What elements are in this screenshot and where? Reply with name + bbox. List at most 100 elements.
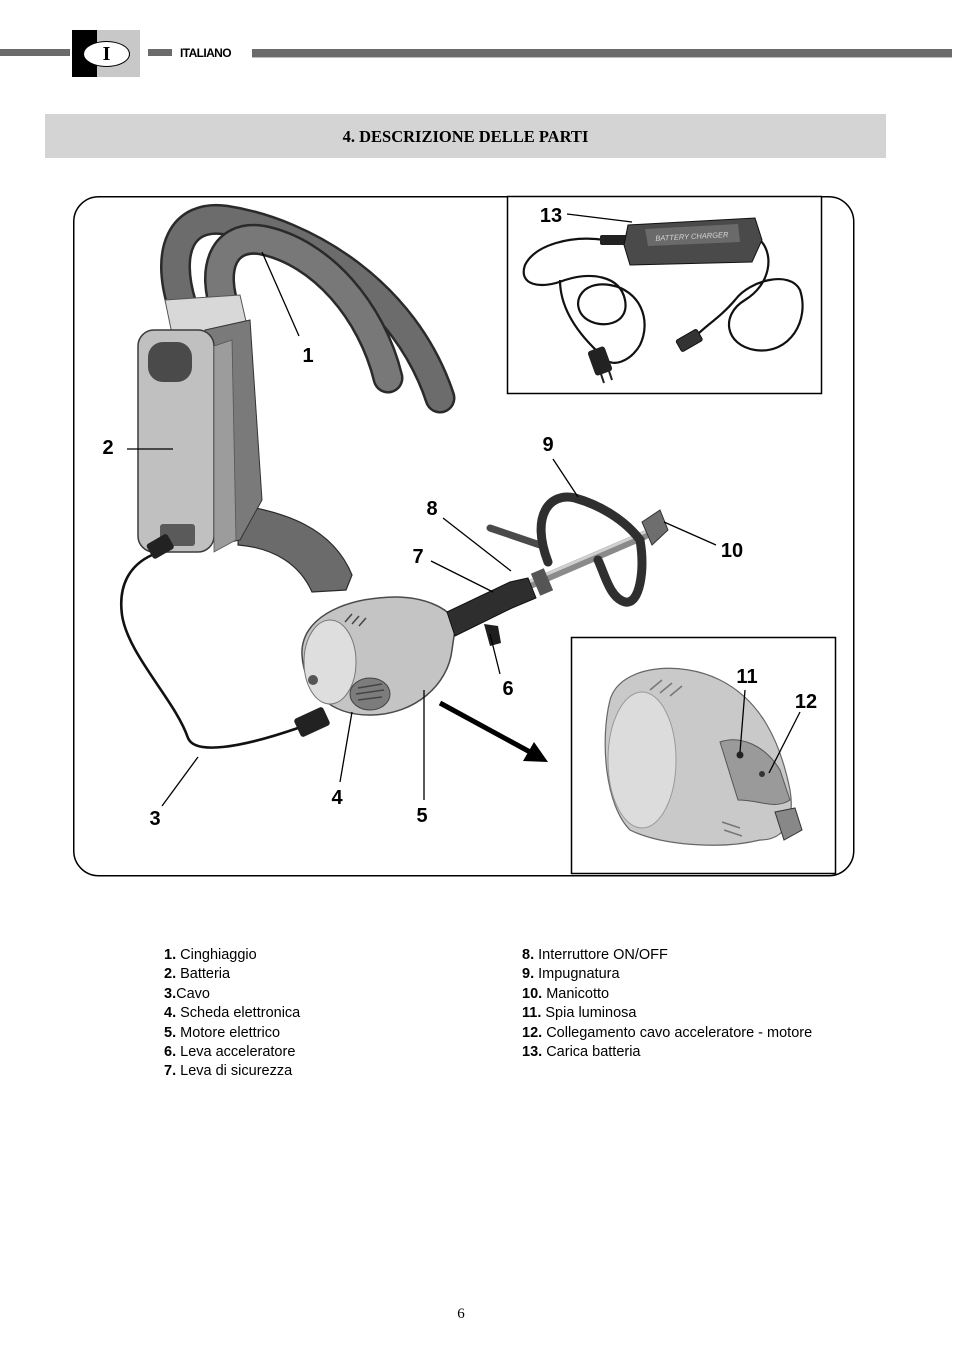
legend-text: Cavo	[176, 985, 210, 1002]
switch-bar	[486, 524, 544, 549]
legend-item: 5. Motore elettrico	[164, 1024, 300, 1043]
leader-line-1	[261, 251, 300, 337]
section-title: 4. DESCRIZIONE DELLE PARTI	[342, 127, 589, 146]
legend-text: Scheda elettronica	[180, 1005, 301, 1022]
power-cable	[119, 553, 299, 749]
legend-number: 9.	[522, 966, 535, 983]
harness-straps	[160, 203, 456, 414]
mains-plug	[587, 346, 613, 376]
charger-cord-relief	[600, 235, 628, 245]
leader-line-6	[489, 633, 501, 675]
language-label: ITALIANO	[180, 46, 232, 60]
charger-label: BATTERY CHARGER	[655, 230, 729, 243]
throttle-lever	[484, 624, 501, 646]
leader-line-4	[339, 711, 353, 783]
electric-motor	[301, 596, 457, 716]
callout-4: 4	[331, 787, 343, 809]
legend-number: 4.	[164, 1005, 177, 1022]
section-letter-badge: I	[83, 41, 130, 67]
legend-text: Batteria	[180, 966, 231, 983]
battery-handle	[148, 342, 192, 382]
shaft-collar	[530, 568, 554, 596]
legend-number: 6.	[164, 1044, 177, 1061]
indicator-light	[736, 751, 744, 759]
leader-line-11	[739, 689, 746, 753]
strap-front	[206, 226, 401, 391]
legend-right-column: 8. Interruttore ON/OFF 9. Impugnatura 10…	[522, 946, 812, 1062]
legend-text: Leva acceleratore	[180, 1044, 296, 1061]
motor-detail-vents	[649, 679, 743, 837]
legend-item: 11. Spia luminosa	[522, 1004, 812, 1023]
parts-figure: BATTERY CHARGER	[72, 195, 856, 879]
callout-3: 3	[149, 808, 160, 830]
legend-number: 11.	[522, 1005, 542, 1022]
page-number: 6	[457, 1306, 465, 1322]
motor-front-detail	[607, 691, 677, 829]
motor-vents	[344, 613, 385, 701]
legend-text: Interruttore ON/OFF	[538, 947, 668, 963]
legend-item: 10. Manicotto	[522, 985, 812, 1004]
legend-text: Carica batteria	[546, 1044, 641, 1061]
legend-number: 7.	[164, 1063, 177, 1080]
callout-6: 6	[502, 678, 513, 700]
legend-number: 8.	[522, 947, 535, 963]
motor-front-cap	[303, 619, 357, 705]
motor-plug	[294, 707, 330, 737]
callout-numbers: 1 2 3 4 5 6 7 8 9 10 11 12 13	[102, 205, 817, 830]
legend-text: Impugnatura	[538, 966, 620, 983]
legend-number: 10.	[522, 985, 543, 1002]
legend-left-column: 1. Cinghiaggio 2. Batteria 3.Cavo 4. Sch…	[164, 946, 300, 1082]
battery-side	[213, 339, 237, 553]
legend-number: 13.	[522, 1044, 543, 1061]
motor-detail-inset	[570, 636, 837, 875]
legend-text: Spia luminosa	[545, 1005, 637, 1022]
leader-line-12	[768, 711, 801, 774]
legend-number: 3.	[164, 985, 177, 1002]
parts-illustration: BATTERY CHARGER	[73, 195, 855, 877]
shaft-coupling	[641, 509, 669, 546]
legend-item: 12. Collegamento cavo acceleratore - mot…	[522, 1024, 812, 1043]
leader-line-9	[552, 458, 579, 498]
mains-plug-pins	[600, 370, 613, 384]
motor-badge	[308, 675, 318, 685]
callout-9: 9	[542, 434, 553, 456]
legend-number: 12.	[522, 1024, 543, 1041]
legend-number: 5.	[164, 1024, 177, 1041]
leader-line-10	[663, 521, 717, 546]
legend-item: 3.Cavo	[164, 985, 300, 1004]
legend-text: Motore elettrico	[180, 1024, 281, 1041]
legend-item: 4. Scheda elettronica	[164, 1004, 300, 1023]
charger-cables	[522, 237, 804, 364]
callout-5: 5	[416, 805, 427, 827]
legend-text: Cinghiaggio	[180, 947, 257, 963]
legend-number: 2.	[164, 966, 177, 983]
throttle-cable-port	[759, 771, 765, 777]
legend-item: 8. Interruttore ON/OFF	[522, 946, 812, 965]
legend-item: 2. Batteria	[164, 965, 300, 984]
legend-number: 1.	[164, 947, 177, 963]
leader-line-3	[161, 756, 199, 807]
leader-line-7	[430, 560, 494, 593]
header-rule-right	[252, 49, 952, 57]
legend-item: 7. Leva di sicurezza	[164, 1062, 300, 1081]
header-rule-mid	[148, 49, 172, 56]
direction-arrow-line	[438, 700, 532, 755]
callout-2: 2	[102, 437, 113, 459]
battery-plug	[146, 534, 174, 559]
callout-12: 12	[795, 691, 817, 713]
header-rule-left	[0, 49, 70, 56]
legend-text: Leva di sicurezza	[180, 1063, 293, 1080]
callout-13: 13	[540, 205, 562, 227]
callout-11: 11	[736, 666, 757, 688]
legend-text: Collegamento cavo acceleratore - motore	[546, 1024, 813, 1041]
callout-8: 8	[426, 498, 437, 520]
section-letter: I	[102, 43, 111, 65]
shaft-connector-detail	[774, 807, 803, 841]
callout-1: 1	[302, 345, 313, 367]
leader-line-13	[566, 213, 633, 223]
legend-text: Manicotto	[546, 985, 610, 1002]
direction-arrow-head	[523, 742, 548, 762]
legend-item: 13. Carica batteria	[522, 1043, 812, 1062]
battery-pack	[137, 294, 263, 553]
section-title-bar: 4. DESCRIZIONE DELLE PARTI	[45, 114, 886, 158]
